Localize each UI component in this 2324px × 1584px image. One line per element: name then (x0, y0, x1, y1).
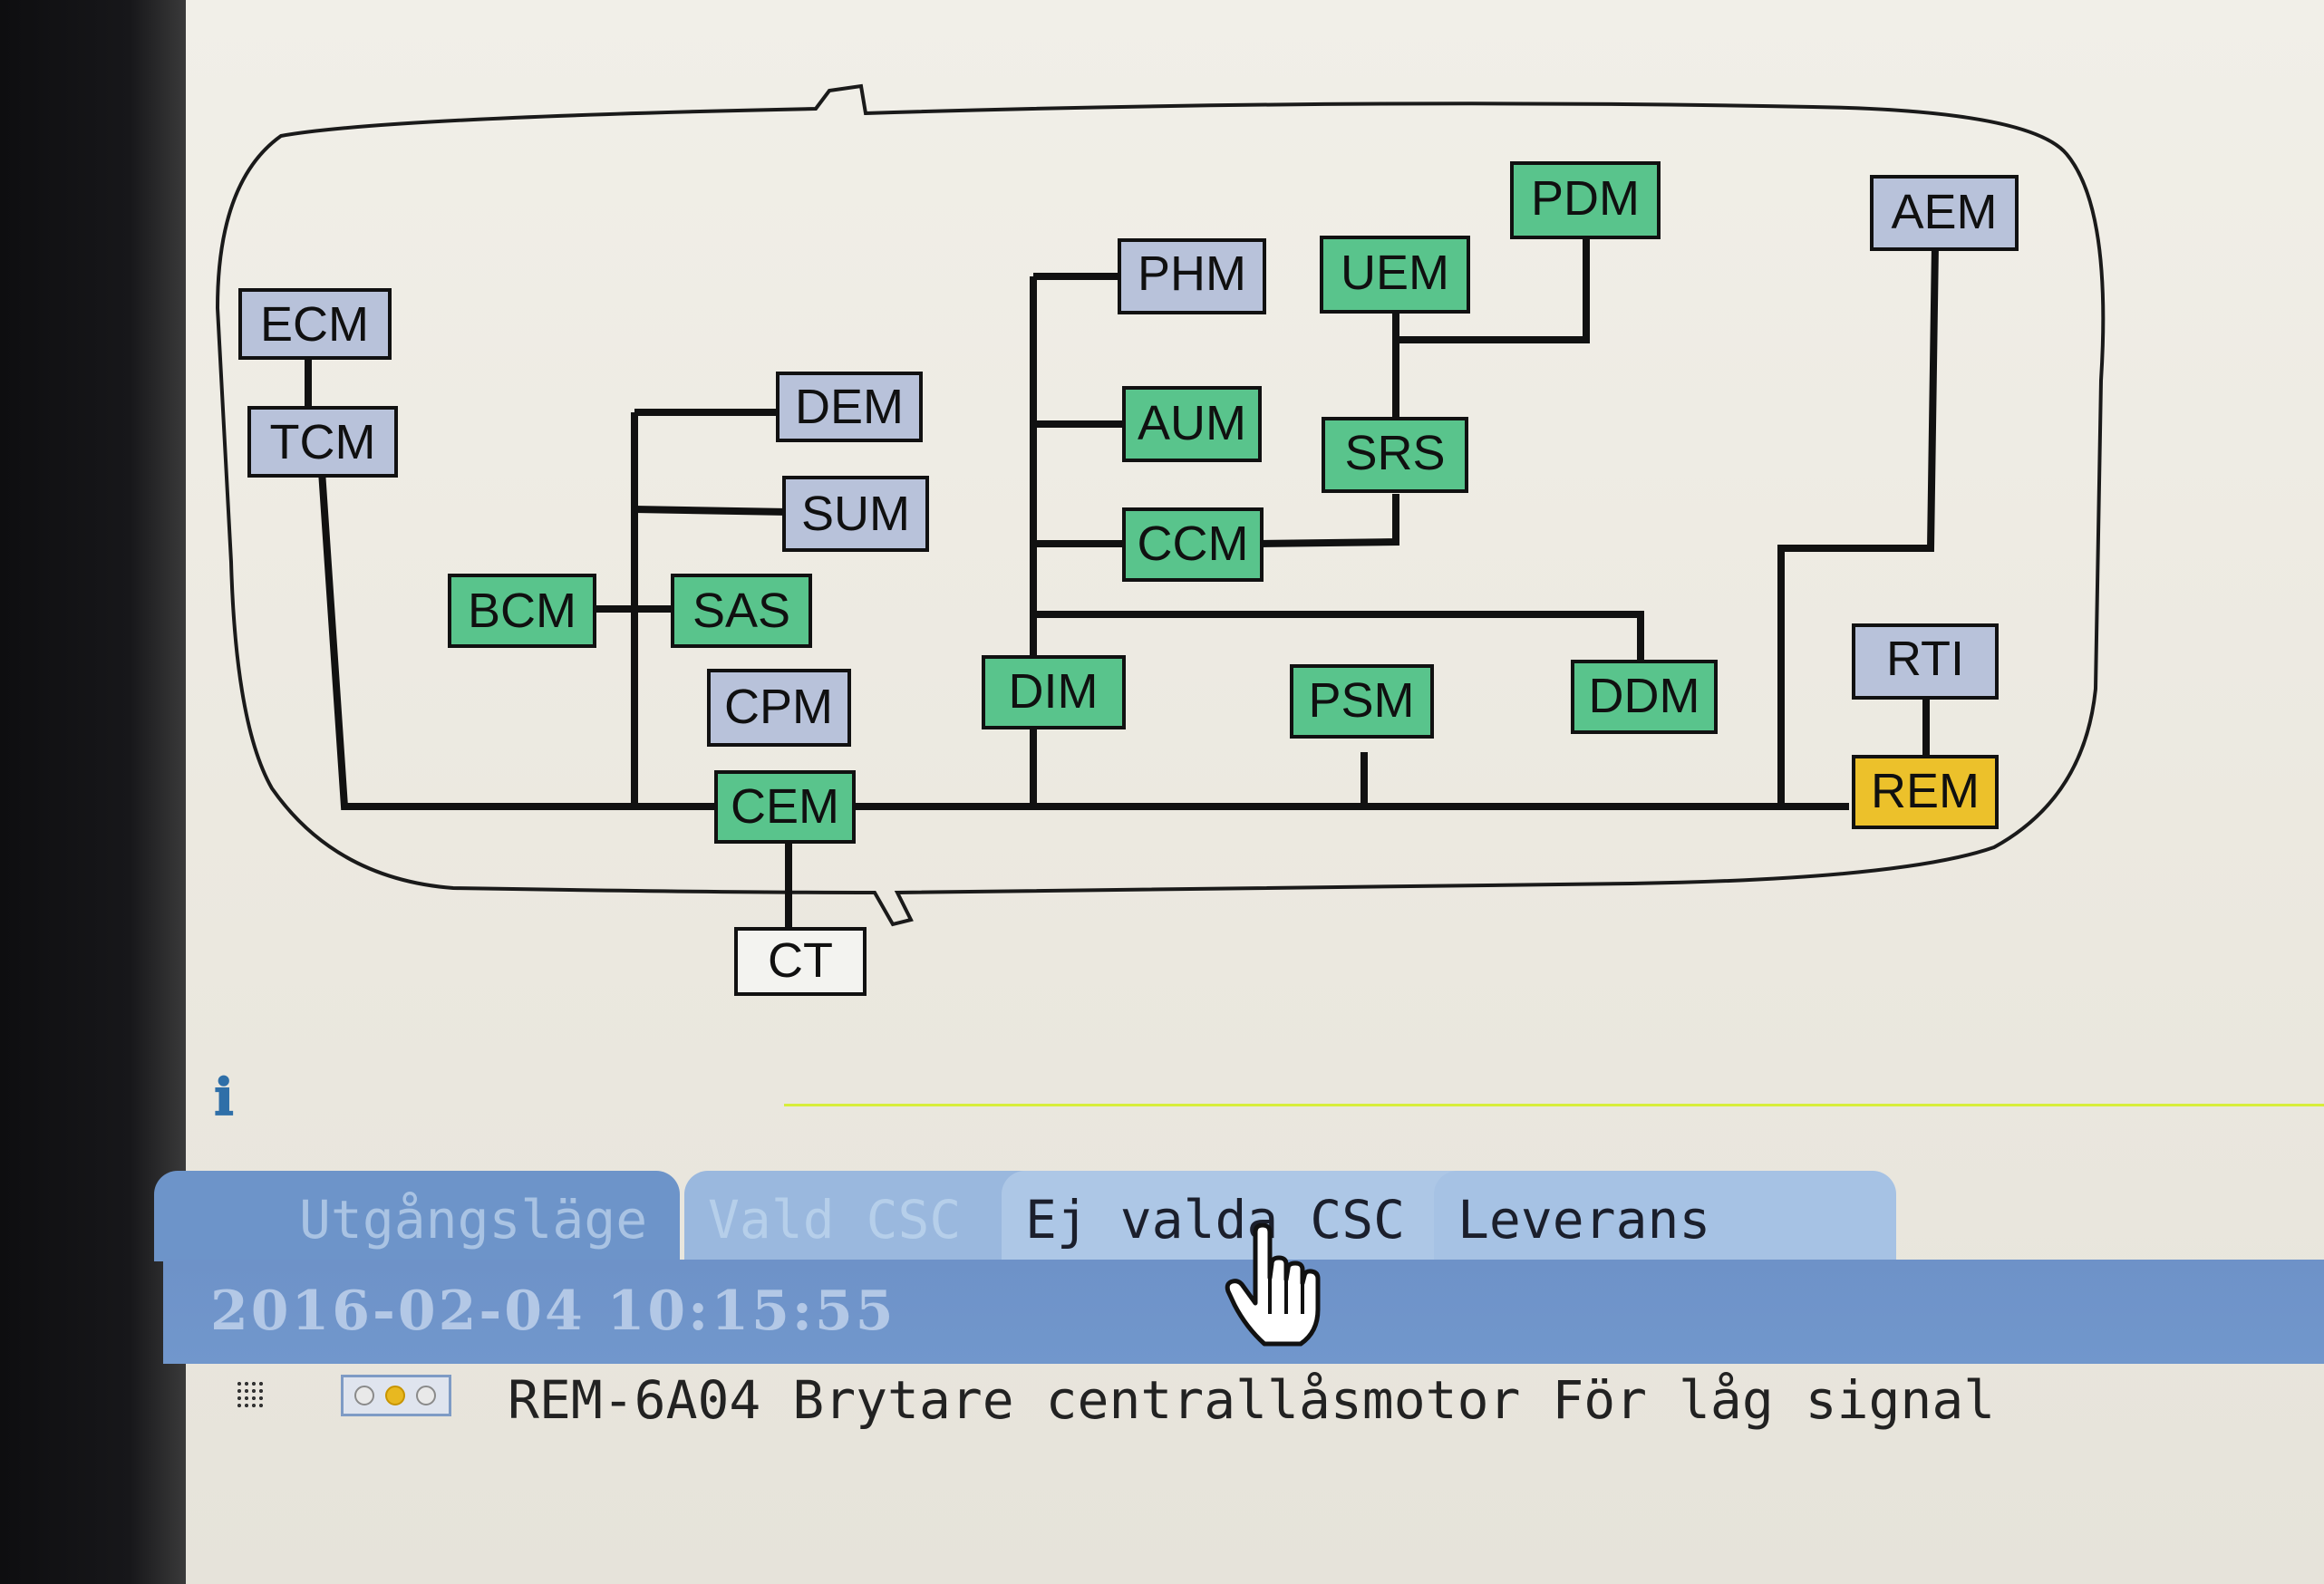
svg-text:CCM: CCM (1138, 517, 1249, 571)
svg-text:DIM: DIM (1009, 664, 1099, 719)
svg-text:SUM: SUM (801, 487, 910, 541)
fault-row[interactable]: REM-6A04 Brytare centrallåsmotor För låg… (236, 1364, 2320, 1436)
module-aum[interactable]: AUM (1122, 386, 1262, 462)
module-rem[interactable]: REM (1852, 755, 1999, 829)
module-sas[interactable]: SAS (671, 574, 812, 648)
svg-text:CT: CT (768, 933, 833, 988)
module-bcm[interactable]: BCM (448, 574, 596, 648)
fault-description: REM-6A04 Brytare centrallåsmotor För låg… (508, 1369, 1996, 1431)
status-lights-icon (341, 1375, 451, 1416)
info-icon[interactable]: ℹ (214, 1067, 234, 1127)
svg-text:DDM: DDM (1589, 669, 1700, 723)
svg-text:AEM: AEM (1891, 185, 1997, 239)
svg-text:SRS: SRS (1344, 426, 1445, 480)
module-cpm[interactable]: CPM (707, 669, 851, 747)
module-phm[interactable]: PHM (1118, 238, 1266, 314)
date-header-text: 2016-02-04 10:15:55 (210, 1280, 896, 1343)
svg-text:PDM: PDM (1531, 171, 1640, 226)
module-dim[interactable]: DIM (982, 655, 1126, 729)
grid-icon[interactable] (236, 1380, 266, 1411)
svg-text:UEM: UEM (1341, 246, 1449, 300)
svg-text:RTI: RTI (1886, 632, 1964, 686)
divider-line (784, 1104, 2324, 1106)
hand-cursor-icon (1225, 1223, 1321, 1347)
svg-text:PSM: PSM (1308, 673, 1414, 728)
svg-text:DEM: DEM (795, 380, 904, 434)
module-rti[interactable]: RTI (1852, 623, 1999, 700)
module-ddm[interactable]: DDM (1571, 660, 1718, 734)
module-ccm[interactable]: CCM (1122, 507, 1264, 582)
module-psm[interactable]: PSM (1290, 664, 1434, 739)
svg-text:BCM: BCM (468, 584, 576, 638)
module-tcm[interactable]: TCM (247, 406, 398, 478)
tab-bar: Utgångsläge Vald CSC Ej valda CSC Levera… (154, 1171, 2324, 1261)
svg-text:AUM: AUM (1138, 396, 1246, 450)
svg-text:REM: REM (1871, 764, 1980, 818)
module-sum[interactable]: SUM (782, 476, 929, 552)
network-diagram: ECM TCM DEM SUM BCM SAS CPM CEM CT PHM A… (215, 83, 2106, 996)
tab-leverans[interactable]: Leverans (1434, 1171, 1896, 1261)
car-outline (215, 83, 2106, 927)
tab-utgangslage[interactable]: Utgångsläge (154, 1171, 680, 1261)
module-pdm[interactable]: PDM (1510, 161, 1661, 239)
svg-text:TCM: TCM (270, 415, 376, 469)
monitor-bezel (0, 0, 186, 1584)
svg-text:PHM: PHM (1138, 246, 1246, 301)
module-srs[interactable]: SRS (1322, 417, 1468, 493)
module-cem[interactable]: CEM (714, 770, 856, 844)
svg-text:ECM: ECM (260, 297, 369, 352)
svg-text:CEM: CEM (731, 779, 839, 834)
svg-text:SAS: SAS (692, 584, 790, 638)
svg-text:CPM: CPM (724, 680, 833, 734)
module-uem[interactable]: UEM (1320, 236, 1470, 314)
module-dem[interactable]: DEM (776, 372, 923, 442)
module-aem[interactable]: AEM (1870, 175, 2019, 251)
module-ecm[interactable]: ECM (238, 288, 392, 360)
module-ct[interactable]: CT (734, 927, 867, 996)
